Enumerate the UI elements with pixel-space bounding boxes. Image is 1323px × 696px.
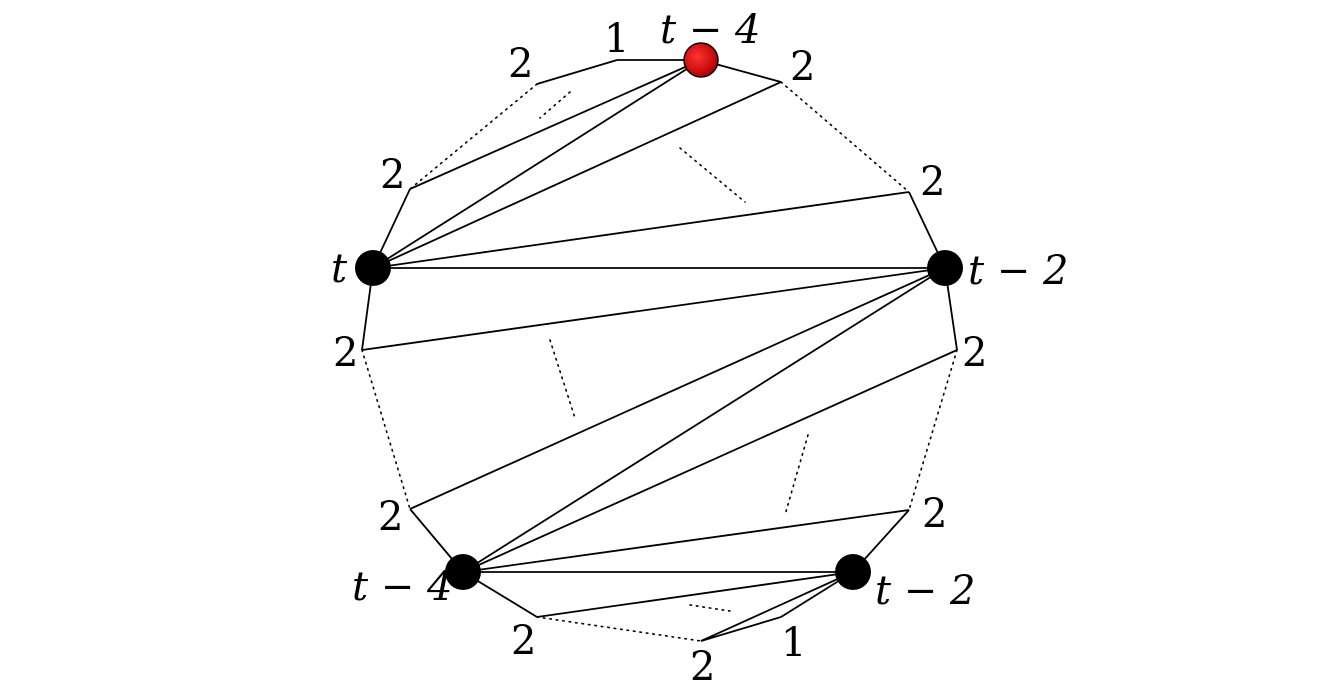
- weight-top-left: 2: [508, 41, 533, 87]
- edge-right-lower-to-bottom-left: [462, 349, 958, 573]
- dotted-center-right: [784, 434, 809, 516]
- vertex-t: [355, 250, 391, 286]
- vertices: [355, 42, 963, 590]
- vertex-t-minus-2: [927, 250, 963, 286]
- weight-upper-left: 2: [380, 152, 405, 198]
- weight-top-one: 1: [604, 16, 629, 62]
- dotted-edges: [361, 81, 958, 642]
- edge-bottom-one-to-bottom-mid: [700, 616, 782, 642]
- vertex-top-highlighted: [683, 42, 719, 78]
- edge-bottom-left-to-right-bottom: [462, 509, 910, 573]
- edge-top-small-left: [536, 59, 618, 85]
- dotted-top-right-outer: [780, 81, 910, 193]
- dotted-bottom-outer: [536, 616, 702, 642]
- weight-right-lower: 2: [962, 330, 987, 376]
- weight-top-right: 2: [790, 44, 815, 90]
- weight-bottom-left: 2: [511, 618, 536, 664]
- edge-t2-to-lower-left: [409, 267, 946, 510]
- edge-upper-right-to-t: [372, 81, 782, 269]
- bottom-right-vertex-label: t − 2: [875, 568, 975, 614]
- dotted-top-left-inner: [539, 91, 571, 119]
- vertex-t-minus-4-bottom: [445, 554, 481, 590]
- dotted-bottom-inner: [689, 604, 731, 612]
- edge-t-to-right-upper: [372, 191, 910, 269]
- dotted-right-lower-outer: [908, 349, 958, 511]
- weight-bottom-mid: 2: [690, 644, 715, 690]
- weight-lower-right: 2: [922, 491, 947, 537]
- weight-labels: 1 2 2 2 2 2 2 2 2 2 1 2: [333, 16, 987, 690]
- weight-bottom-one: 1: [781, 620, 806, 666]
- dotted-center-left: [549, 339, 576, 419]
- bottom-left-vertex-label: t − 4: [352, 564, 452, 610]
- edge-t2-to-bottom-left: [462, 267, 946, 573]
- solid-edges: [361, 59, 958, 642]
- top-vertex-label: t − 4: [660, 7, 760, 53]
- edge-top-to-t: [372, 59, 702, 269]
- edge-top-to-upper-left: [409, 59, 702, 190]
- right-vertex-label: t − 2: [968, 248, 1068, 294]
- dotted-left-lower-outer: [361, 349, 411, 510]
- weight-upper-right: 2: [920, 159, 945, 205]
- dotted-top-left-outer: [409, 83, 538, 190]
- dotted-top-middle: [679, 147, 746, 203]
- edge-left-lower-to-t2: [361, 267, 946, 351]
- vertex-t-minus-2-bottom: [835, 554, 871, 590]
- edge-lower-bottom-to-bottom-right: [536, 571, 854, 618]
- vertex-labels: t − 4 t t − 2 t − 4 t − 2: [331, 7, 1068, 614]
- left-vertex-label: t: [331, 246, 348, 292]
- weight-left-lower: 2: [333, 330, 358, 376]
- edge-bottom-mid-to-bottom-right: [700, 571, 854, 642]
- weight-lower-left: 2: [378, 494, 403, 540]
